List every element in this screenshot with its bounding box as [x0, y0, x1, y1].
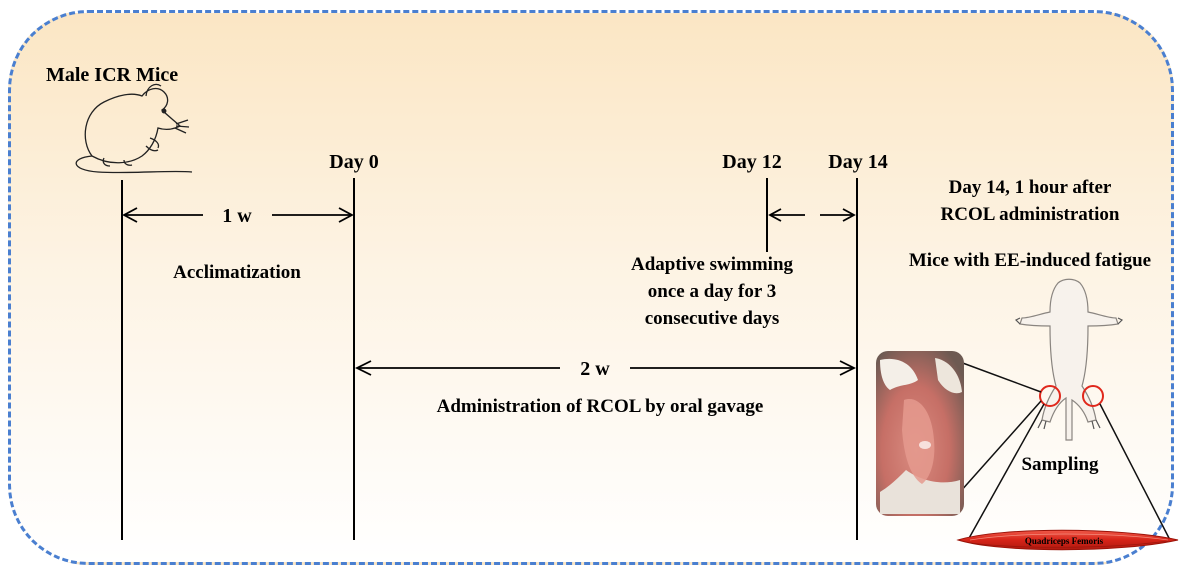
- subject-title: Male ICR Mice: [46, 64, 178, 86]
- sampling-time-line-2: RCOL administration: [941, 204, 1120, 225]
- connector-lines: [959, 361, 1171, 541]
- acclimatization-label: Acclimatization: [173, 262, 301, 283]
- swim-line-1: Adaptive swimming: [631, 254, 794, 275]
- week2-arrow: [354, 360, 857, 376]
- swim-arrow: [768, 208, 856, 222]
- right-thigh-circle: [1082, 385, 1104, 407]
- day0-label: Day 0: [329, 151, 378, 173]
- week1-arrow: [122, 207, 354, 223]
- week1-label: 1 w: [222, 205, 252, 227]
- day14-label: Day 14: [828, 151, 887, 173]
- mouse-icon: [75, 83, 193, 174]
- muscle-photo: [876, 351, 964, 516]
- dissected-mouse-icon: [1014, 278, 1124, 441]
- left-thigh-circle: [1039, 385, 1061, 407]
- sampling-time-line-1: Day 14, 1 hour after: [949, 177, 1112, 198]
- quadriceps-muscle: [956, 529, 1179, 551]
- week2-label: 2 w: [580, 358, 610, 380]
- fatigue-label: Mice with EE-induced fatigue: [909, 250, 1151, 271]
- muscle-label: Quadriceps Femoris: [1025, 536, 1104, 546]
- swim-line-3: consecutive days: [645, 308, 780, 329]
- dashed-frame: [8, 10, 1174, 565]
- day12-label: Day 12: [722, 151, 781, 173]
- swim-line-2: once a day for 3: [648, 281, 776, 302]
- administration-label: Administration of RCOL by oral gavage: [437, 396, 764, 417]
- sampling-label: Sampling: [1021, 454, 1099, 475]
